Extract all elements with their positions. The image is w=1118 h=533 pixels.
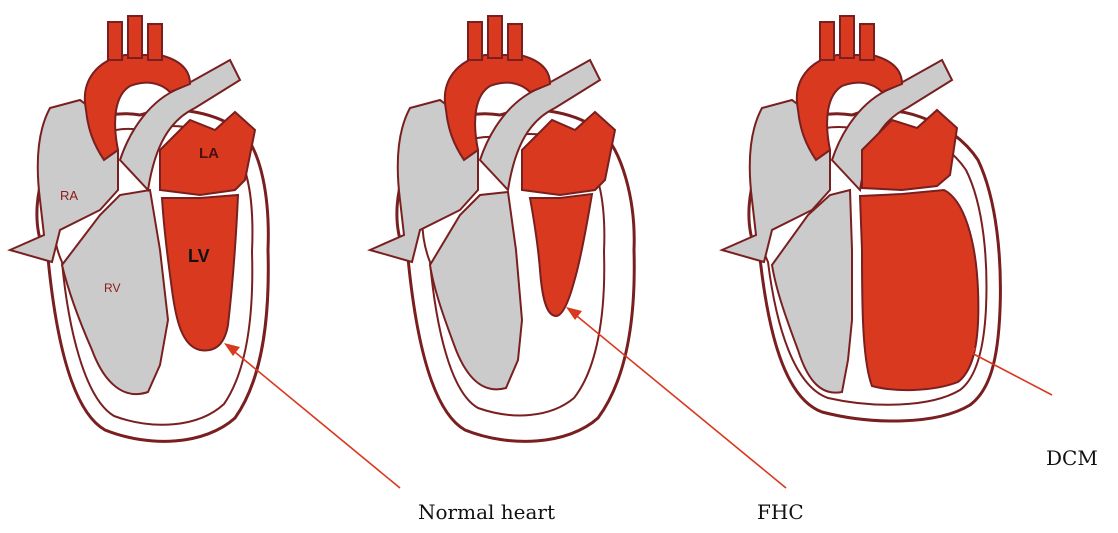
dcm-heart-illustration bbox=[722, 16, 1000, 421]
fhc-heart-aortic-branch-2 bbox=[488, 16, 502, 58]
dcm-heart-aortic-branch-3 bbox=[860, 24, 874, 60]
normal-heart-aortic-branch-2 bbox=[128, 16, 142, 58]
fhc-caption: FHC bbox=[757, 500, 804, 524]
normal-heart-pointer bbox=[224, 343, 400, 488]
fhc-heart-aortic-branch-3 bbox=[508, 24, 522, 60]
normal-heart-caption: Normal heart bbox=[418, 500, 555, 524]
normal-heart-illustration: RA RV LA LV bbox=[10, 16, 268, 441]
dcm-heart-left-ventricle bbox=[860, 190, 978, 390]
dcm-heart-aortic-branch-1 bbox=[820, 22, 834, 60]
normal-heart-arrow-line bbox=[230, 348, 400, 488]
fhc-heart-illustration bbox=[370, 16, 634, 441]
fhc-heart-aortic-branch-1 bbox=[468, 22, 482, 60]
dcm-caption: DCM bbox=[1046, 446, 1098, 470]
label-rv: RV bbox=[104, 281, 120, 295]
normal-heart-aortic-branch-1 bbox=[108, 22, 122, 60]
normal-heart-aortic-branch-3 bbox=[148, 24, 162, 60]
dcm-heart-aortic-branch-2 bbox=[840, 16, 854, 58]
label-la: LA bbox=[199, 145, 219, 162]
label-lv: LV bbox=[188, 246, 210, 266]
label-ra: RA bbox=[60, 188, 78, 203]
